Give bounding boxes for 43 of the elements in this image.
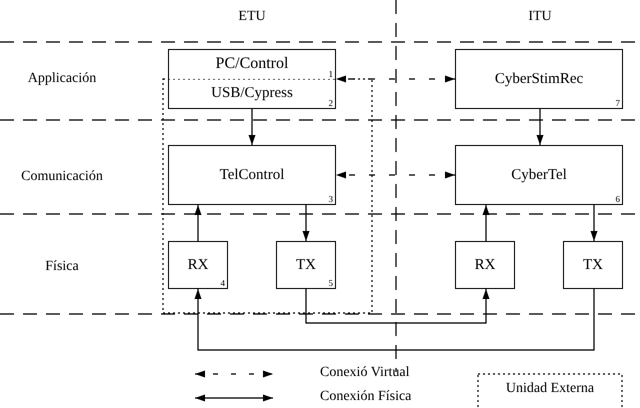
layer-label: Applicación (28, 71, 96, 87)
process-box (455, 49, 623, 109)
box-number: 6 (616, 194, 620, 204)
box-number: 2 (328, 98, 333, 108)
legend-label: Unidad Externa (506, 381, 594, 397)
arrow (590, 205, 598, 241)
virtual-connection-arrow (336, 172, 455, 178)
legend-label: Conexión Física (320, 389, 412, 405)
box-label: TX (583, 256, 603, 274)
legend-label: Conexió Virtual (320, 365, 410, 381)
arrow (305, 289, 490, 324)
box-number: 5 (328, 278, 333, 288)
virtual-connection-arrow (336, 76, 455, 82)
column-heading: ETU (238, 9, 266, 25)
box-label: TX (296, 256, 316, 274)
box-label: CyberStimRec (494, 70, 584, 88)
process-box (168, 241, 228, 289)
box-label: RX (188, 256, 208, 274)
box-number: 3 (328, 194, 333, 204)
process-box (455, 241, 515, 289)
box-number: 7 (616, 98, 620, 108)
process-box (168, 49, 336, 79)
arrow (194, 289, 595, 351)
process-box (168, 145, 336, 205)
layer-label: Comunicación (21, 169, 103, 185)
column-heading: ITU (528, 9, 552, 25)
arrow (248, 109, 256, 145)
process-box (276, 241, 336, 289)
box-label: TelControl (220, 166, 284, 184)
layer-label: Física (45, 259, 79, 275)
box-number: 4 (220, 278, 225, 288)
arrow (536, 109, 544, 145)
box-label: CyberTel (511, 166, 567, 184)
process-box (455, 145, 623, 205)
arrow (302, 205, 310, 241)
box-label: USB/Cypress (211, 84, 293, 102)
box-number: 1 (328, 69, 333, 79)
box-label: RX (474, 256, 496, 274)
arrow (194, 205, 202, 241)
process-box (168, 79, 336, 109)
arrow (482, 205, 490, 241)
process-box (563, 241, 623, 289)
box-label: PC/Control (216, 55, 288, 73)
